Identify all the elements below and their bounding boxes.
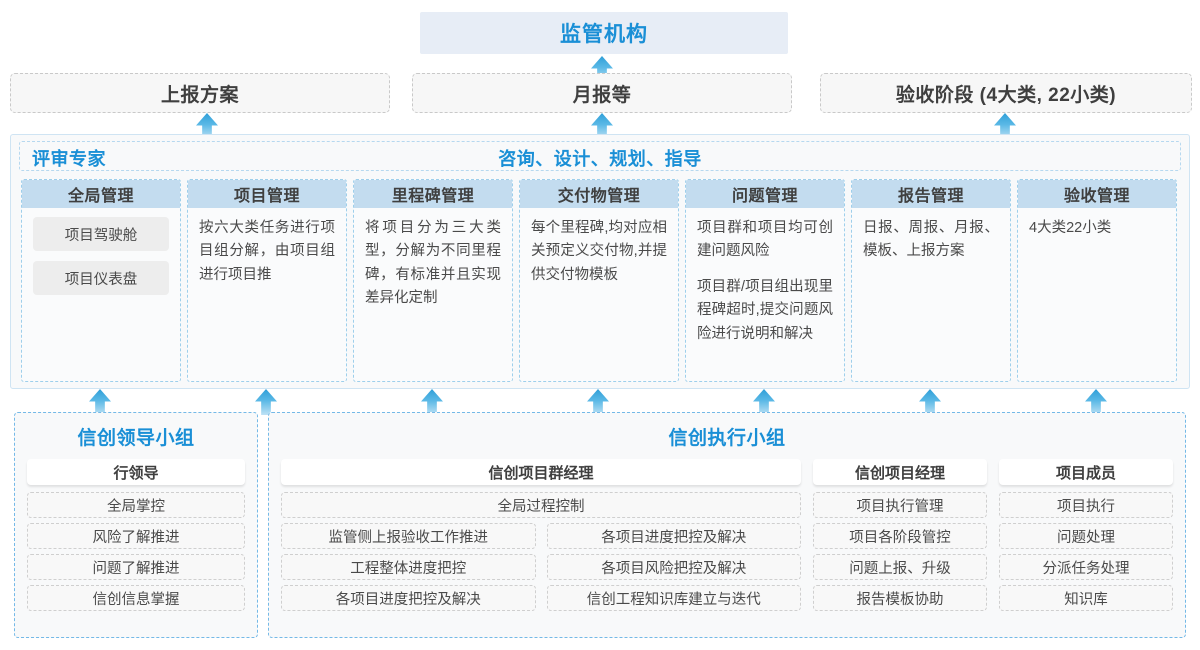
capability-column-body: 日报、周报、月报、模板、上报方案	[852, 208, 1010, 264]
capability-column-title: 交付物管理	[520, 180, 678, 208]
capability-column-body: 将项目分为三大类型，分解为不同里程碑，有标准并且实现差异化定制	[354, 208, 512, 311]
capability-column-7[interactable]: 验收管理 4大类22小类	[1017, 179, 1177, 382]
capability-column-title: 问题管理	[686, 180, 844, 208]
consulting-section: 评审专家 咨询、设计、规划、指导 全局管理项目驾驶舱项目仪表盘项目管理按六大类任…	[10, 134, 1190, 389]
report-box-submission-plan: 上报方案	[10, 73, 390, 113]
role-item[interactable]: 项目执行	[999, 492, 1173, 518]
capability-description: 日报、周报、月报、模板、上报方案	[863, 220, 999, 260]
capability-column-title: 报告管理	[852, 180, 1010, 208]
capability-column-body: 4大类22小类	[1018, 208, 1176, 240]
exec-group-title: 信创执行小组	[668, 428, 786, 449]
capability-column-title: 里程碑管理	[354, 180, 512, 208]
role-item[interactable]: 问题了解推进	[27, 554, 245, 580]
report-box-monthly-report: 月报等	[412, 73, 792, 113]
capability-description: 项目群/项目组出现里程碑超时,提交问题风险进行说明和解决	[697, 278, 833, 342]
capability-column-6[interactable]: 报告管理日报、周报、月报、模板、上报方案	[851, 179, 1011, 382]
role-head-leader: 行领导	[27, 459, 245, 485]
role-head-program-manager: 信创项目群经理	[281, 459, 801, 485]
consulting-scope-label: 咨询、设计、规划、指导	[498, 149, 702, 169]
capability-description: 将项目分为三大类型，分解为不同里程碑，有标准并且实现差异化定制	[365, 220, 501, 307]
role-head-project-manager: 信创项目经理	[813, 459, 987, 485]
role-item[interactable]: 知识库	[999, 585, 1173, 611]
role-item[interactable]: 信创信息掌握	[27, 585, 245, 611]
capability-column-body: 按六大类任务进行项目组分解，由项目组进行项目推	[188, 208, 346, 287]
capability-description: 4大类22小类	[1029, 220, 1112, 236]
capability-column-title: 项目管理	[188, 180, 346, 208]
capability-column-body: 每个里程碑,均对应相关预定义交付物,并提供交付物模板	[520, 208, 678, 287]
capability-description: 按六大类任务进行项目组分解，由项目组进行项目推	[199, 220, 335, 283]
review-expert-label: 评审专家	[32, 149, 106, 169]
capability-description: 每个里程碑,均对应相关预定义交付物,并提供交付物模板	[531, 220, 667, 283]
capability-column-body: 项目驾驶舱项目仪表盘	[22, 208, 180, 295]
role-item: 全局过程控制	[281, 492, 801, 518]
capability-column-title: 全局管理	[22, 180, 180, 208]
report-box-acceptance-stage: 验收阶段 (4大类, 22小类)	[820, 73, 1192, 113]
leader-group-panel: 信创领导小组 行领导 全局掌控风险了解推进问题了解推进信创信息掌握	[14, 412, 258, 638]
exec-group-panel: 信创执行小组 信创项目群经理 全局过程控制 监管侧上报验收工作推进工程整体进度把…	[268, 412, 1186, 638]
role-item[interactable]: 问题上报、升级	[813, 554, 987, 580]
role-item[interactable]: 各项目进度把控及解决	[546, 523, 801, 549]
consulting-section-header: 评审专家 咨询、设计、规划、指导	[19, 141, 1181, 171]
role-item[interactable]: 全局掌控	[27, 492, 245, 518]
capability-column-2[interactable]: 项目管理按六大类任务进行项目组分解，由项目组进行项目推	[187, 179, 347, 382]
leader-group-title: 信创领导小组	[77, 428, 195, 449]
capability-description: 项目群和项目均可创建问题风险	[697, 220, 833, 260]
capability-column-4[interactable]: 交付物管理每个里程碑,均对应相关预定义交付物,并提供交付物模板	[519, 179, 679, 382]
role-item[interactable]: 工程整体进度把控	[281, 554, 536, 580]
role-item[interactable]: 问题处理	[999, 523, 1173, 549]
capability-column-body: 项目群和项目均可创建问题风险项目群/项目组出现里程碑超时,提交问题风险进行说明和…	[686, 208, 844, 346]
capability-pill[interactable]: 项目仪表盘	[33, 261, 169, 295]
role-item[interactable]: 各项目进度把控及解决	[281, 585, 536, 611]
role-head-member: 项目成员	[999, 459, 1173, 485]
regulator-box: 监管机构	[420, 12, 788, 54]
capability-column-5[interactable]: 问题管理项目群和项目均可创建问题风险项目群/项目组出现里程碑超时,提交问题风险进…	[685, 179, 845, 382]
capability-pill[interactable]: 项目驾驶舱	[33, 217, 169, 251]
role-item[interactable]: 信创工程知识库建立与迭代	[546, 585, 801, 611]
role-item[interactable]: 各项目风险把控及解决	[546, 554, 801, 580]
capability-column-title: 验收管理	[1018, 180, 1176, 208]
role-item[interactable]: 报告模板协助	[813, 585, 987, 611]
capability-column-3[interactable]: 里程碑管理将项目分为三大类型，分解为不同里程碑，有标准并且实现差异化定制	[353, 179, 513, 382]
role-item[interactable]: 分派任务处理	[999, 554, 1173, 580]
role-item[interactable]: 项目各阶段管控	[813, 523, 987, 549]
role-item[interactable]: 风险了解推进	[27, 523, 245, 549]
role-item[interactable]: 项目执行管理	[813, 492, 987, 518]
role-item[interactable]: 监管侧上报验收工作推进	[281, 523, 536, 549]
capability-column-1[interactable]: 全局管理项目驾驶舱项目仪表盘	[21, 179, 181, 382]
